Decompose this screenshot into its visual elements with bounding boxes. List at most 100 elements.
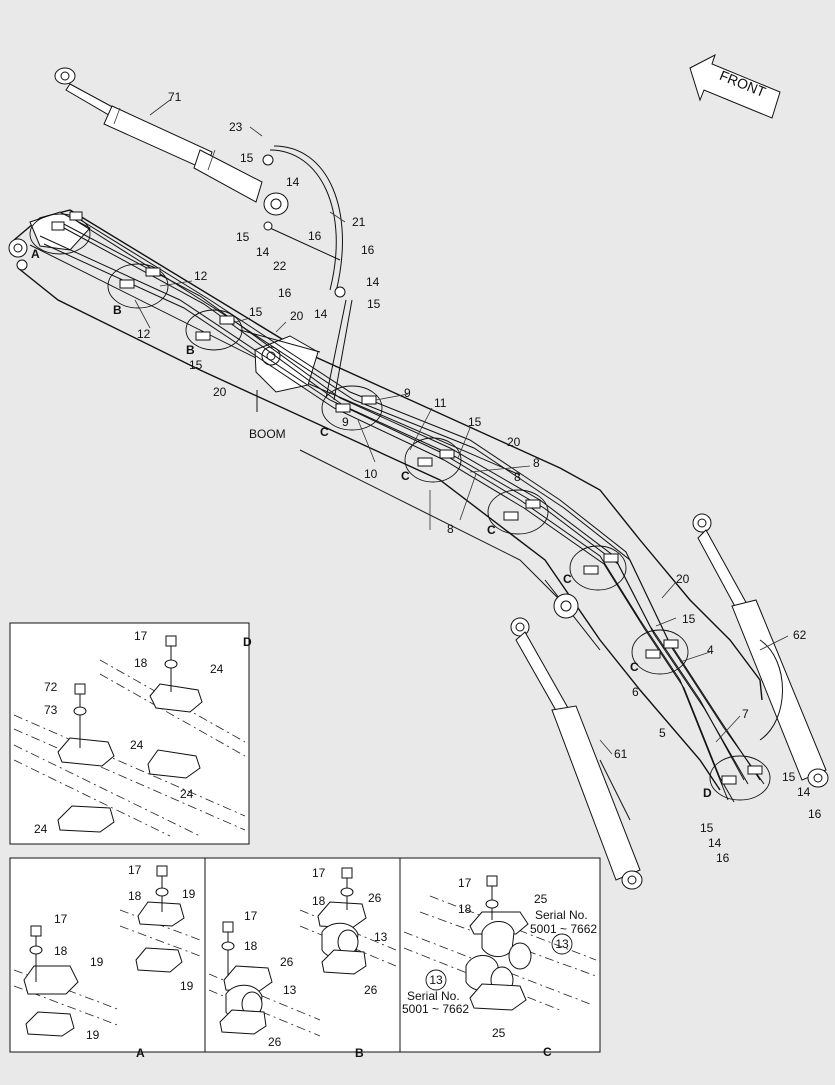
main-callout-14a: 14 [286, 175, 300, 189]
detail-a-callout-title: A [136, 1046, 145, 1060]
main-callout-14b: 14 [256, 245, 270, 259]
main-callout-14e: 14 [797, 785, 811, 799]
leader-lines [134, 99, 789, 755]
fitting-group-outlines [29, 213, 771, 801]
detail-a-callout-19b: 19 [86, 1028, 100, 1042]
main-callout-14d: 14 [314, 307, 328, 321]
detail-c-callout-18: 18 [458, 902, 472, 916]
main-callout-15f: 15 [468, 415, 482, 429]
detail-view-a [9, 857, 206, 1053]
view-ref-callout-A: A [31, 247, 40, 261]
detail-d-callout-24a: 24 [210, 662, 224, 676]
main-callout-10: 10 [364, 467, 378, 481]
detail-b-callout-13a: 13 [283, 983, 297, 997]
view-ref-callout-B1: B [113, 303, 122, 317]
main-callout-16a: 16 [308, 229, 322, 243]
main-callout-16b: 16 [361, 243, 375, 257]
main-callout-20b: 20 [213, 385, 227, 399]
view-ref-callout-D: D [703, 786, 712, 800]
detail-c-serial-bottom-callout-l2: 5001 ~ 7662 [402, 1002, 469, 1016]
detail-c-serial-top-callout-l1: Serial No. [535, 908, 588, 922]
detail-view-c [399, 857, 601, 1053]
detail-b-callout-26d: 26 [364, 983, 378, 997]
main-callout-20d: 20 [676, 572, 690, 586]
detail-a-callout-19c: 19 [182, 887, 196, 901]
detail-view-b [204, 857, 401, 1053]
view-ref-callout-C1: C [320, 425, 329, 439]
view-ref-callout-C3: C [487, 523, 496, 537]
detail-a-callout-19d: 19 [180, 979, 194, 993]
detail-d-callout-24c: 24 [180, 787, 194, 801]
main-callout-5: 5 [659, 726, 666, 740]
main-callout-8b: 8 [514, 470, 521, 484]
clamp-fittings [51, 154, 763, 785]
detail-d-callout-73: 73 [44, 703, 58, 717]
detail-b-callout-26a: 26 [280, 955, 294, 969]
detail-c-serial-bottom-callout-l1: Serial No. [407, 989, 460, 1003]
main-callout-8a: 8 [533, 456, 540, 470]
main-callout-15h: 15 [782, 770, 796, 784]
detail-b-callout-26c: 26 [368, 891, 382, 905]
main-callout-15g: 15 [682, 612, 696, 626]
main-callout-15e: 15 [189, 358, 203, 372]
detail-b-callout-18a: 18 [244, 939, 258, 953]
detail-a-callout-19a: 19 [90, 955, 104, 969]
detail-d-callout-title: D [243, 635, 252, 649]
view-ref-callout-C4: C [563, 572, 572, 586]
arm-cylinder [54, 67, 289, 216]
detail-d-callout-18: 18 [134, 656, 148, 670]
main-callout-4: 4 [707, 643, 714, 657]
main-callout-15d: 15 [249, 305, 263, 319]
main-callout-12b: 12 [137, 327, 151, 341]
main-callout-21: 21 [352, 215, 366, 229]
detail-c-callout-25a: 25 [534, 892, 548, 906]
main-callout-14f: 14 [708, 836, 722, 850]
bucket-cylinder-right [692, 513, 829, 788]
bucket-cylinder-left [510, 617, 643, 890]
main-callout-15c: 15 [367, 297, 381, 311]
main-callout-62: 62 [793, 628, 807, 642]
detail-b-callout-17b: 17 [312, 866, 326, 880]
detail-d-callout-72: 72 [44, 680, 58, 694]
detail-c-callout-25b: 25 [492, 1026, 506, 1040]
main-callout-23: 23 [229, 120, 243, 134]
main-callout-61: 61 [614, 747, 628, 761]
detail-a-callout-17b: 17 [128, 863, 142, 877]
detail-a-callout-18b: 18 [128, 889, 142, 903]
view-ref-callout-C5: C [630, 660, 639, 674]
detail-b-callout-13b: 13 [374, 930, 388, 944]
view-ref-callout-C2: C [401, 469, 410, 483]
detail-view-d [9, 622, 250, 845]
main-callout-9b: 9 [342, 415, 349, 429]
detail-b-callout-26b: 26 [268, 1035, 282, 1049]
main-callout-7: 7 [742, 707, 749, 721]
main-callout-20c: 20 [507, 435, 521, 449]
detail-c-callout-title: C [543, 1045, 552, 1059]
detail-a-callout-17a: 17 [54, 912, 68, 926]
main-callout-6: 6 [632, 685, 639, 699]
detail-b-callout-18b: 18 [312, 894, 326, 908]
detail-b-callout-title: B [355, 1046, 364, 1060]
main-callout-16c: 16 [278, 286, 292, 300]
detail-c-circled-callout-13a: 13 [555, 937, 569, 951]
main-callout-15i: 15 [700, 821, 714, 835]
main-callout-71: 71 [168, 90, 182, 104]
main-callout-22: 22 [273, 259, 287, 273]
detail-c-circled-callout-13b: 13 [429, 973, 443, 987]
main-callout-16e: 16 [808, 807, 822, 821]
detail-a-callout-18a: 18 [54, 944, 68, 958]
front-direction-arrow: FRONT [689, 53, 781, 119]
detail-b-callout-17a: 17 [244, 909, 258, 923]
detail-d-callout-17: 17 [134, 629, 148, 643]
detail-c-serial-top-callout-l2: 5001 ~ 7662 [530, 922, 597, 936]
detail-c-callout-17: 17 [458, 876, 472, 890]
boom-label: BOOM [249, 427, 286, 441]
detail-d-callout-24b: 24 [130, 738, 144, 752]
view-ref-callout-B2: B [186, 343, 195, 357]
main-callout-16d: 16 [716, 851, 730, 865]
main-callout-8c: 8 [447, 522, 454, 536]
main-callout-12a: 12 [194, 269, 208, 283]
